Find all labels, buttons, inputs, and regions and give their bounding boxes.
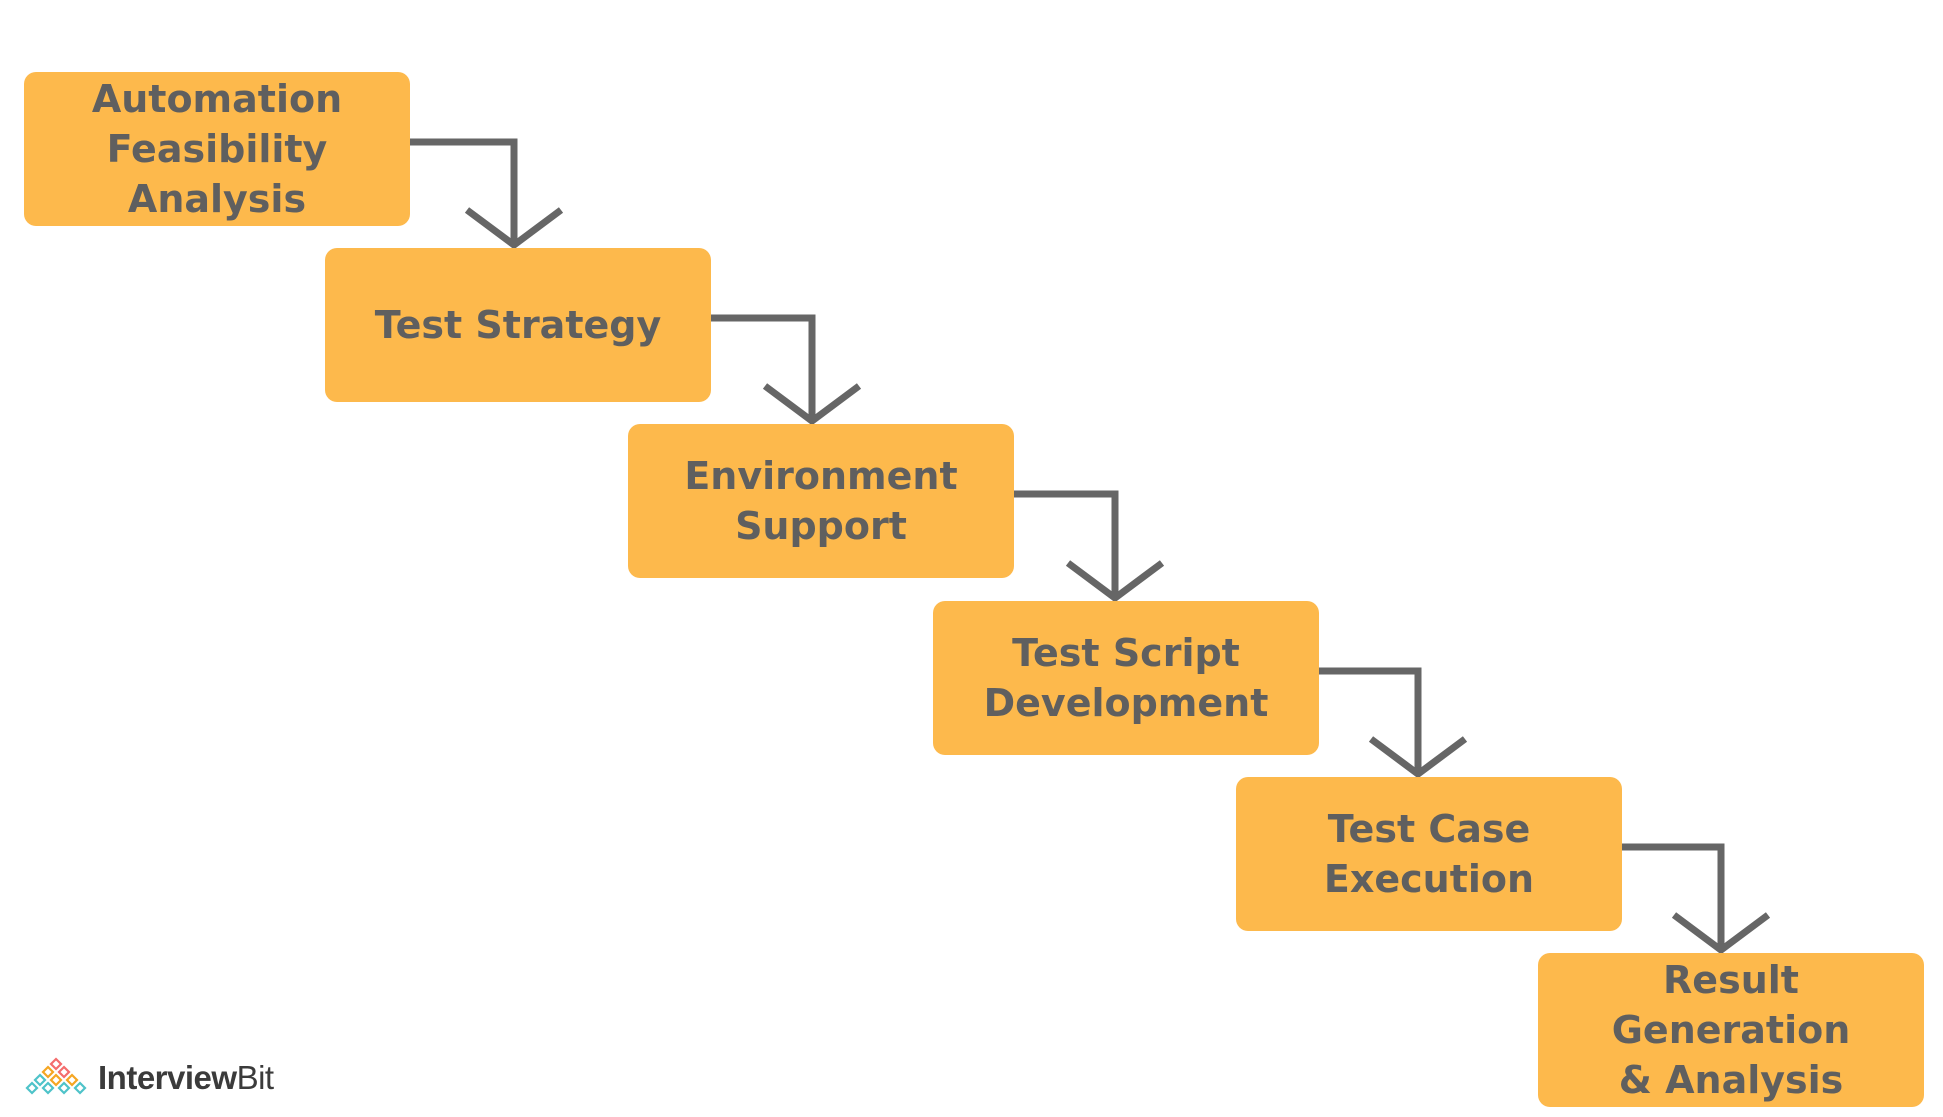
step-label: Test Strategy bbox=[374, 303, 662, 347]
connector-arrow-5 bbox=[1622, 843, 1771, 955]
connector-arrow-2 bbox=[711, 314, 862, 426]
step-test-strategy: Test Strategy bbox=[325, 248, 711, 402]
step-test-case-execution: Test Case Execution bbox=[1236, 777, 1622, 931]
step-label: Automation Feasibility Analysis bbox=[91, 77, 343, 221]
step-environment-support: Environment Support bbox=[628, 424, 1014, 578]
step-label: Test Script Development bbox=[983, 631, 1269, 725]
logo-wordmark: InterviewBit bbox=[98, 1059, 274, 1097]
step-label: Result Generation & Analysis bbox=[1611, 958, 1851, 1102]
step-label: Test Case Execution bbox=[1323, 807, 1535, 901]
step-automation-feasibility-analysis: Automation Feasibility Analysis bbox=[24, 72, 410, 226]
step-result-generation-analysis: Result Generation & Analysis bbox=[1538, 953, 1924, 1107]
connector-arrow-1 bbox=[410, 138, 564, 250]
interviewbit-logo: InterviewBit bbox=[20, 1055, 274, 1101]
logo-wordmark-light: Bit bbox=[236, 1059, 275, 1096]
step-test-script-development: Test Script Development bbox=[933, 601, 1319, 755]
connector-arrow-4 bbox=[1319, 667, 1468, 779]
connector-arrow-3 bbox=[1014, 490, 1165, 603]
logo-mark-icon bbox=[25, 1057, 87, 1095]
logo-wordmark-bold: Interview bbox=[98, 1059, 237, 1096]
step-label: Environment Support bbox=[684, 454, 958, 548]
